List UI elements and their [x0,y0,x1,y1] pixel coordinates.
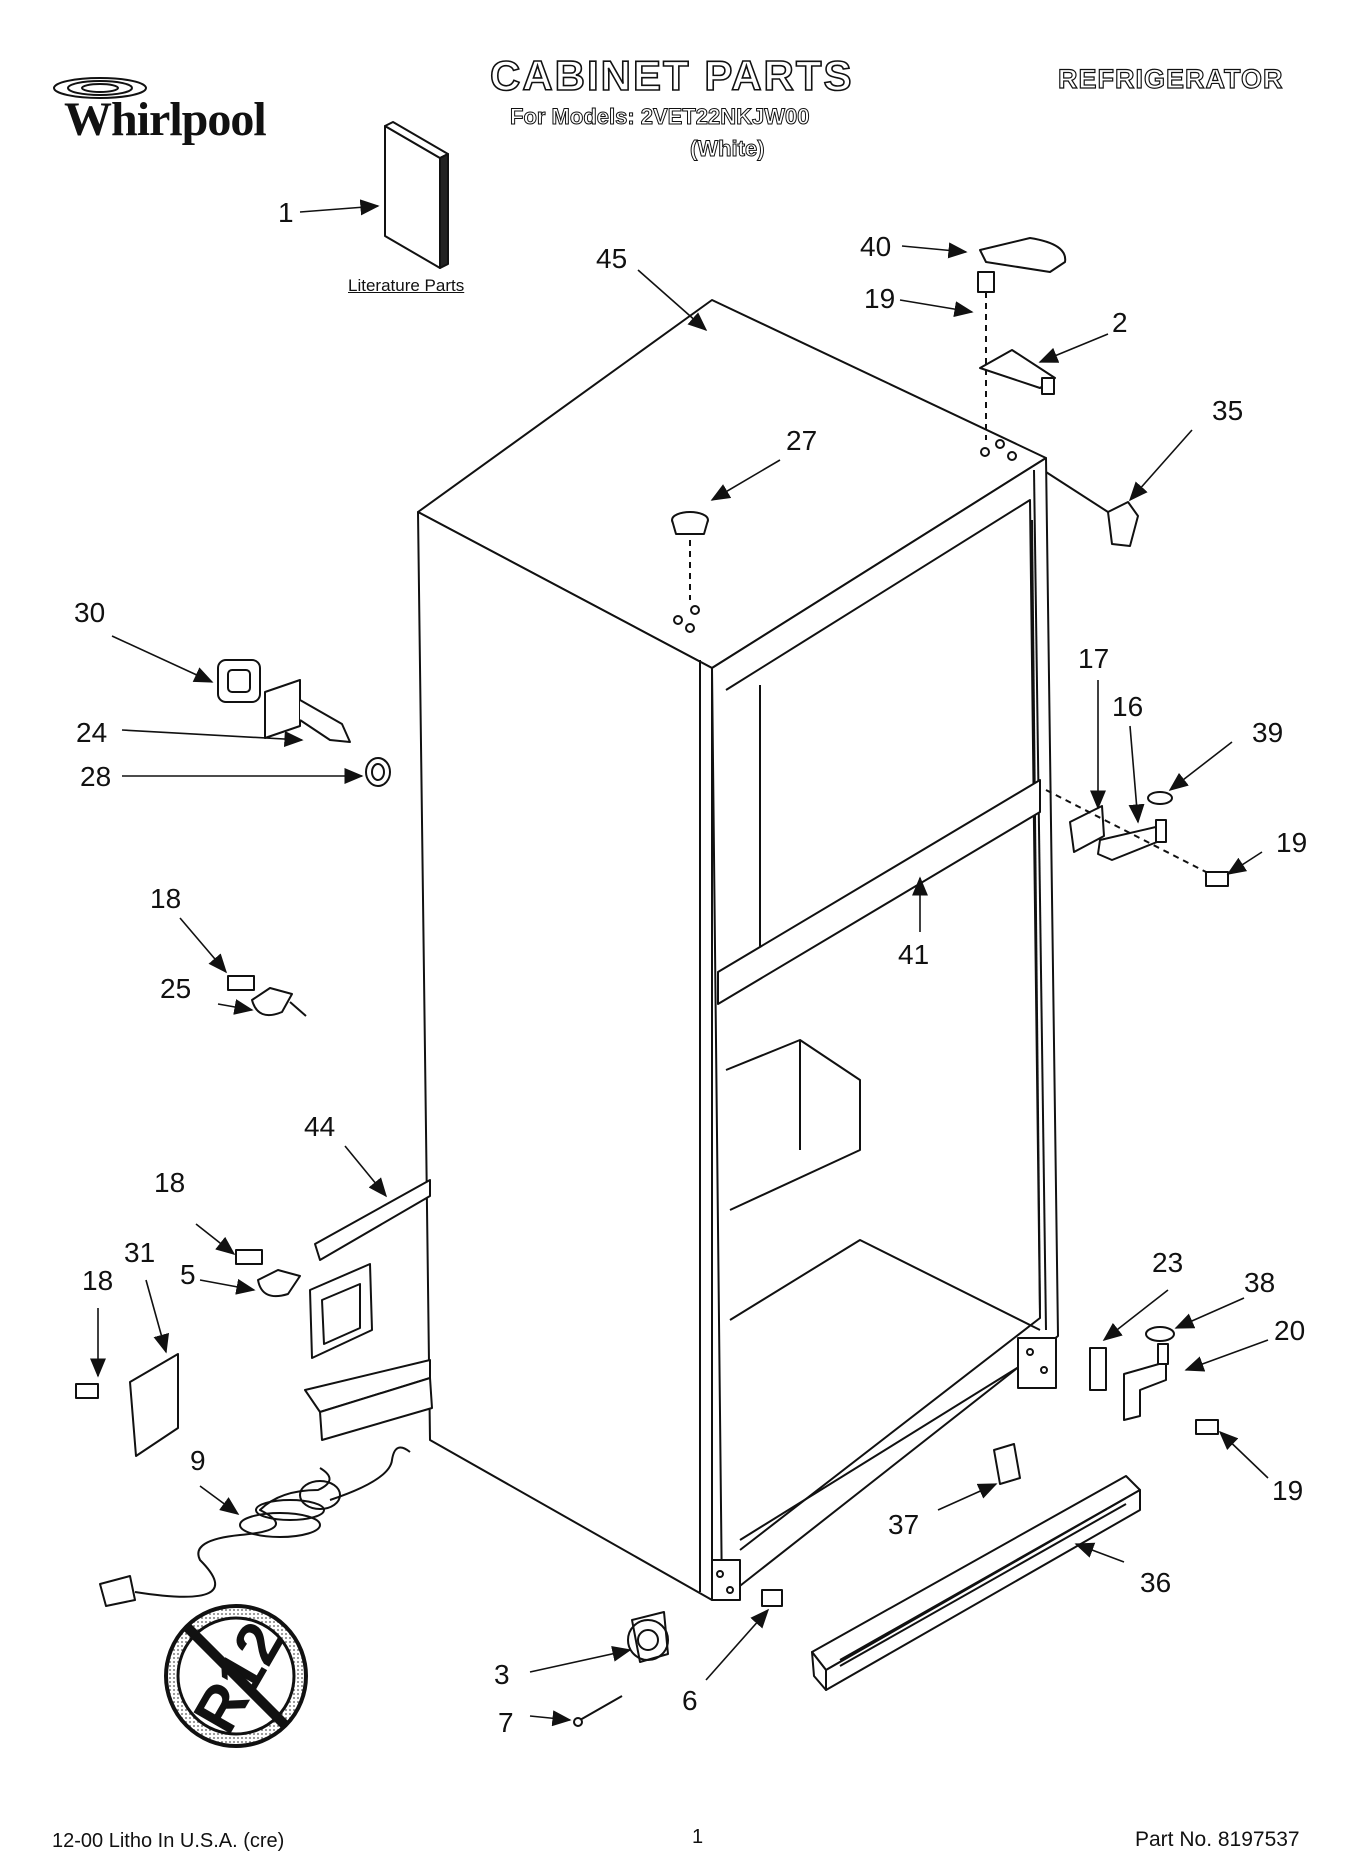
leveling-screw [761,1589,783,1607]
page-title: CABINET PARTS [489,51,854,100]
callout-2: 2 [1112,307,1128,338]
callout-38: 38 [1244,1267,1275,1298]
center-hinge [1045,789,1229,887]
no-r12-badge: R12 [164,1604,308,1748]
callout-16: 16 [1112,691,1143,722]
callout-18-mid: 18 [154,1167,185,1198]
refrigerator-cabinet [417,299,1059,1601]
callout-35: 35 [1212,395,1243,426]
callout-31: 31 [124,1237,155,1268]
callout-19-lower: 19 [1272,1475,1303,1506]
callout-45: 45 [596,243,627,274]
toe-grille [811,1475,1141,1691]
callout-18-lower: 18 [82,1265,113,1296]
callout-23: 23 [1152,1247,1183,1278]
hinge-cover-top [979,237,1067,273]
callout-leaders [90,199,1269,1727]
color-note: (White) [690,136,766,162]
literature-parts-label: Literature Parts [348,276,465,295]
roller-pin [573,1695,623,1727]
callout-19-mid: 19 [1276,827,1307,858]
hinge-shim [1045,471,1139,547]
callout-27: 27 [786,425,817,456]
callout-labels: 1 45 40 19 2 35 27 30 24 28 17 16 39 19 … [74,197,1307,1738]
callout-20: 20 [1274,1315,1305,1346]
models-line: For Models: 2VET22NKJW00 [510,104,811,130]
callout-28: 28 [80,761,111,792]
top-plug [671,511,709,600]
water-valve-assembly [217,659,391,787]
hinge-screw-top [977,271,995,440]
cord-clamp-lower [235,1249,301,1298]
callout-41: 41 [898,939,929,970]
power-cord [99,1446,411,1607]
callout-44: 44 [304,1111,335,1142]
callout-39: 39 [1252,717,1283,748]
grille-clip [993,1443,1021,1485]
callout-6: 6 [682,1685,698,1716]
callout-3: 3 [494,1659,510,1690]
bottom-hinge [1089,1326,1219,1435]
callout-40: 40 [860,231,891,262]
back-bracket [304,1179,433,1441]
footer-part-number: Part No. 8197537 [1135,1828,1300,1851]
swirl-logo-icon [53,77,147,99]
footer-page-number: 1 [692,1826,704,1848]
callout-9: 9 [190,1445,206,1476]
cord-clamp-upper [227,975,307,1017]
callout-19-top: 19 [864,283,895,314]
callout-18-upper: 18 [150,883,181,914]
callout-24: 24 [76,717,107,748]
top-hinge [979,349,1056,395]
callout-1: 1 [278,197,294,228]
literature-booklet [384,121,449,269]
callout-30: 30 [74,597,105,628]
callout-36: 36 [1140,1567,1171,1598]
callout-7: 7 [498,1707,514,1738]
footer-litho: 12-00 Litho In U.S.A. (cre) [52,1830,285,1852]
callout-37: 37 [888,1509,919,1540]
appliance-type: REFRIGERATOR [1057,63,1284,94]
callout-17: 17 [1078,643,1109,674]
whirlpool-logo: Whirlpool [64,93,267,146]
callout-5: 5 [180,1259,196,1290]
roller-assembly [627,1611,669,1663]
access-cover-plate [75,1353,179,1457]
callout-25: 25 [160,973,191,1004]
